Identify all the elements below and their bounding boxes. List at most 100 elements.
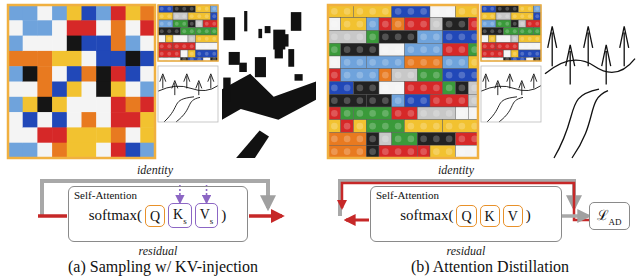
- pixel: [96, 97, 111, 113]
- lego-stud: [182, 7, 186, 11]
- lego-stud: [369, 110, 376, 117]
- pixel: [37, 36, 52, 52]
- lego-stud: [459, 136, 466, 143]
- lego-stud: [459, 97, 466, 104]
- sketch-stroke: [507, 74, 513, 89]
- lego-stud: [408, 46, 415, 53]
- lego-brick: [392, 5, 430, 18]
- lego-stud: [420, 136, 427, 143]
- lego-brick: [405, 43, 443, 56]
- pixel: [126, 51, 141, 67]
- pixel: [111, 20, 126, 36]
- sketch-stroke: [164, 97, 194, 122]
- lego-stud: [160, 37, 164, 41]
- sketch-stroke: [566, 45, 575, 85]
- lego-stud: [190, 37, 194, 41]
- lego-stud: [459, 46, 466, 53]
- lego-stud: [167, 29, 171, 33]
- lego-stud: [212, 37, 216, 41]
- lego-stud: [520, 22, 524, 26]
- lego-stud: [420, 97, 427, 104]
- pixel: [67, 112, 82, 128]
- lego-brick: [158, 50, 181, 58]
- lego-stud: [205, 52, 209, 56]
- pixel: [126, 5, 141, 21]
- lego-stud: [190, 7, 194, 11]
- symbol-text: K: [173, 207, 183, 222]
- lego-brick: [211, 13, 219, 21]
- lego-brick: [354, 82, 380, 95]
- lego-brick: [468, 56, 478, 69]
- lego-stud: [490, 29, 494, 33]
- lego-stud: [357, 72, 364, 79]
- pixel: [96, 112, 111, 128]
- lego-brick: [496, 13, 511, 21]
- sketch-stroke: [196, 81, 202, 96]
- lego-brick: [366, 133, 379, 146]
- lego-brick: [468, 94, 478, 107]
- lego-brick: [196, 35, 219, 43]
- lego-stud: [182, 52, 186, 56]
- lego-brick: [328, 56, 341, 69]
- lego-brick: [354, 107, 392, 120]
- lego-stud: [520, 7, 524, 11]
- pixel: [82, 36, 97, 52]
- lego-brick: [519, 20, 527, 28]
- injection-arrow: [206, 185, 208, 202]
- lego-stud: [331, 110, 338, 117]
- lego-stud: [535, 22, 539, 26]
- lego-brick: [158, 43, 173, 51]
- lego-stud: [420, 72, 427, 79]
- pixel: [140, 97, 155, 113]
- subscript-text: s: [183, 216, 187, 226]
- image-ground: [158, 66, 218, 122]
- lego-stud: [357, 21, 364, 28]
- lego-stud: [382, 97, 389, 104]
- lego-stud: [357, 148, 364, 155]
- sketch-stroke: [158, 86, 218, 92]
- lego-stud: [433, 110, 440, 117]
- lego-stud: [408, 72, 415, 79]
- pixel: [111, 82, 126, 98]
- lego-brick: [534, 28, 542, 36]
- lego-stud: [382, 148, 389, 155]
- lego-stud: [382, 34, 389, 41]
- pixel: [37, 20, 52, 36]
- lego-brick: [392, 69, 418, 82]
- lego-brick: [443, 18, 469, 31]
- lego-brick: [496, 5, 519, 13]
- pixel: [67, 5, 82, 21]
- lego-stud: [535, 14, 539, 18]
- pixel: [23, 51, 38, 67]
- lego-brick: [496, 35, 511, 43]
- lego-stud: [535, 52, 539, 56]
- lego-stud: [182, 14, 186, 18]
- lego-stud: [344, 59, 351, 66]
- lego-stud: [408, 34, 415, 41]
- lego-stud: [459, 148, 466, 155]
- lego-brick: [173, 43, 196, 51]
- lego-brick: [511, 50, 519, 58]
- lego-brick: [366, 18, 379, 31]
- pixel: [111, 5, 126, 21]
- subscript-text: AD: [609, 217, 622, 227]
- lego-stud: [190, 14, 194, 18]
- lego-stud: [344, 8, 351, 15]
- lego-brick: [379, 133, 392, 146]
- lego-stud: [205, 44, 209, 48]
- lego-brick: [328, 133, 366, 146]
- lego-brick: [392, 18, 405, 31]
- lego-brick: [481, 35, 489, 43]
- lego-stud: [513, 44, 517, 48]
- lego-stud: [395, 21, 402, 28]
- lego-stud: [520, 29, 524, 33]
- pixel: [37, 97, 52, 113]
- pixel: [140, 82, 155, 98]
- sketch-stroke: [531, 74, 537, 89]
- lego-brick: [341, 43, 379, 56]
- lego-brick: [211, 5, 219, 13]
- symbol-text: Q: [461, 209, 471, 224]
- pixel: [8, 82, 23, 98]
- pixel: [52, 66, 67, 82]
